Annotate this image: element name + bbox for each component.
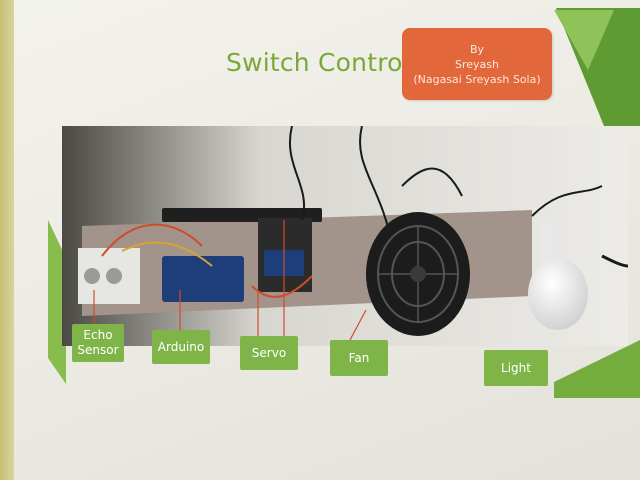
bottom-right-triangle	[554, 340, 640, 398]
label-fan: Fan	[330, 340, 388, 376]
project-photo	[62, 126, 628, 346]
fan-photo	[366, 212, 470, 336]
pointer-lines	[93, 220, 367, 341]
top-right-triangle-light	[554, 10, 614, 70]
label-echo-sensor-line2: Sensor	[77, 343, 119, 357]
author-by: By	[469, 42, 485, 56]
slide: Switch Control By Sreyash (Nagasai Sreya…	[14, 0, 640, 480]
label-echo-sensor-line1: Echo	[83, 328, 113, 342]
label-light: Light	[484, 350, 548, 386]
slide-title: Switch Control	[226, 48, 410, 77]
author-name: Sreyash	[455, 57, 499, 71]
label-servo: Servo	[240, 336, 298, 370]
author-box: By Sreyash (Nagasai Sreyash Sola)	[402, 28, 552, 100]
arduino-photo	[162, 256, 244, 302]
projection-edge	[0, 0, 14, 480]
label-echo-sensor: Echo Sensor	[72, 324, 124, 362]
label-arduino: Arduino	[152, 330, 210, 364]
left-triangle	[48, 220, 66, 384]
author-fullname: (Nagasai Sreyash Sola)	[413, 72, 541, 86]
decorative-triangles	[48, 8, 640, 398]
light-bulb-photo	[528, 222, 588, 330]
